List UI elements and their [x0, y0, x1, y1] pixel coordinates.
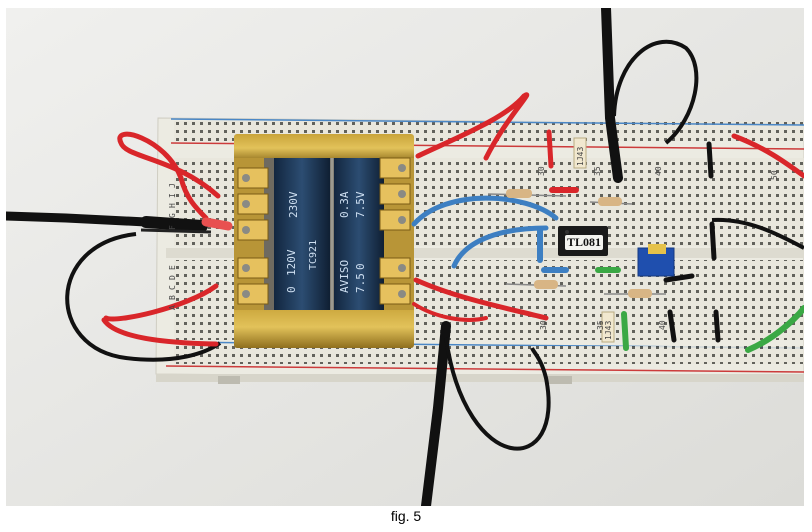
row-letter: G	[168, 213, 177, 218]
black-wire-left	[6, 211, 222, 362]
row-letter: J	[168, 183, 177, 188]
red-wires	[101, 92, 804, 347]
column-number: 40	[654, 166, 663, 176]
row-letter: A	[168, 305, 177, 310]
black-wire-right	[711, 217, 804, 250]
potentiometer	[637, 244, 675, 277]
transformer-part-code: TC921	[308, 239, 319, 270]
row-letter: C	[168, 285, 177, 290]
ic-label: TL081	[565, 235, 603, 250]
figure-caption: fig. 5	[390, 508, 422, 524]
column-number: 40	[658, 320, 667, 330]
row-letter: I	[168, 193, 177, 198]
black-jumpers	[663, 141, 721, 343]
column-number: 35	[596, 320, 605, 330]
row-letter: D	[168, 275, 177, 280]
transformer-label-0: 0	[285, 286, 298, 293]
transformer-label-120v: 120V	[285, 249, 298, 277]
row-letter: B	[168, 295, 177, 300]
transformer-label-0b: 0	[354, 263, 367, 270]
row-letter: F	[168, 225, 177, 230]
transformer-label-230v: 230V	[287, 191, 300, 219]
resistors	[487, 189, 666, 298]
blue-wires	[411, 195, 569, 273]
black-wire-top	[601, 8, 699, 183]
black-wire-bottom	[421, 321, 551, 506]
capacitors	[573, 137, 615, 343]
photo: 120V 230V 0 TC921 AVISO 0.3A 7.5 0 7.5V …	[6, 8, 804, 506]
column-number: 30	[537, 166, 546, 176]
column-number: 50	[770, 170, 779, 180]
transformer-label-aviso: AVISO	[338, 259, 351, 293]
column-number: 35	[593, 166, 602, 176]
capacitor-label: 1J43	[576, 146, 585, 166]
green-wires	[595, 267, 804, 353]
transformer-label-75a: 7.5	[354, 273, 367, 293]
transformer-label-03a: 0.3A	[338, 191, 351, 219]
capacitor-label: 1J43	[604, 320, 613, 340]
column-number: 30	[539, 320, 548, 330]
row-letter: E	[168, 265, 177, 270]
transformer-label-75v: 7.5V	[354, 191, 367, 219]
transformer	[234, 134, 414, 348]
row-letter: H	[168, 203, 177, 208]
